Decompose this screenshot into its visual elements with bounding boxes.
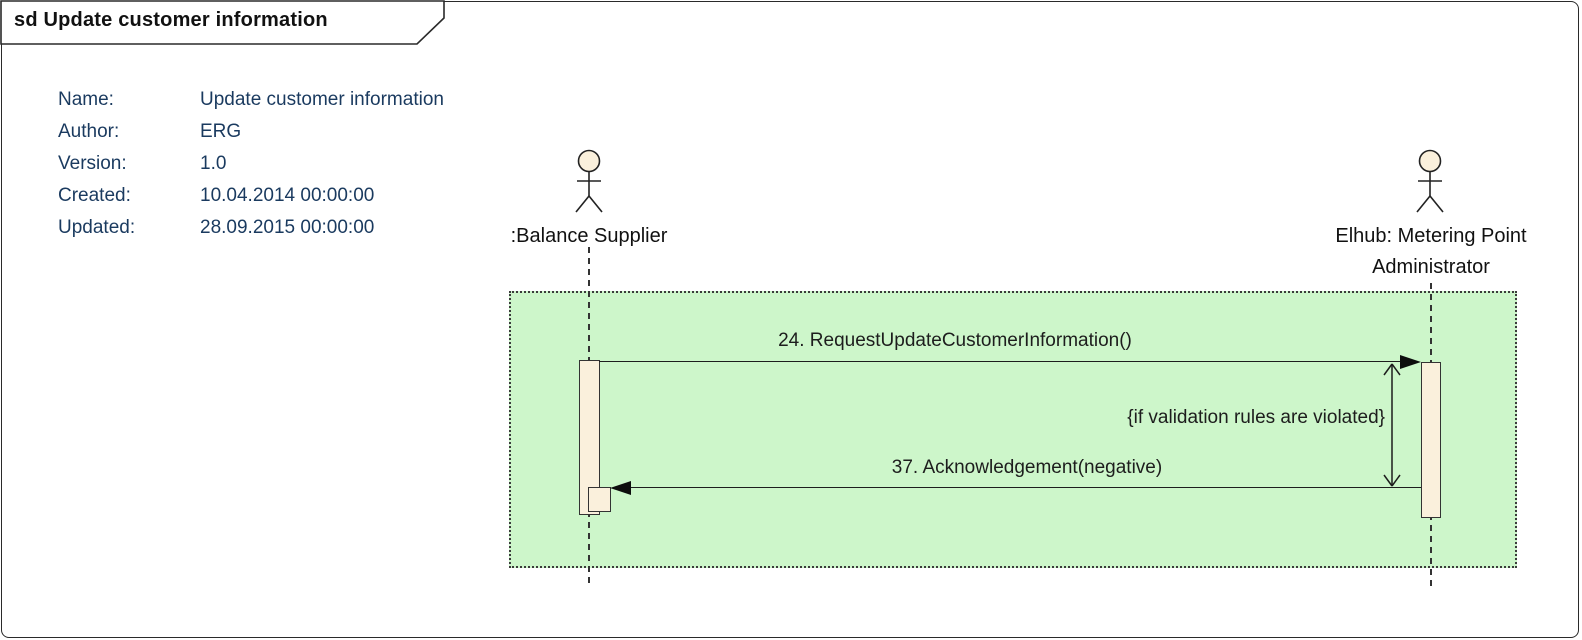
activation-nested-receive [588, 487, 611, 512]
actor-label-elhub: Elhub: Metering Point Administrator [1281, 221, 1581, 283]
meta-row-name: Name: Update customer information [58, 84, 444, 116]
activation-balance-supplier [579, 360, 600, 515]
meta-row-updated: Updated: 28.09.2015 00:00:00 [58, 212, 444, 244]
message-line-acknowledgement [627, 487, 1421, 488]
actor-icon-elhub [1416, 149, 1444, 213]
diagram-properties-note: Name: Update customer information Author:… [58, 84, 444, 244]
meta-value: 28.09.2015 00:00:00 [200, 217, 375, 238]
meta-label: Created: [58, 185, 131, 206]
actor-label-elhub-line1: Elhub: Metering Point [1335, 225, 1527, 247]
message-label-request: 24. RequestUpdateCustomerInformation() [778, 330, 1132, 351]
message-label-acknowledgement: 37. Acknowledgement(negative) [891, 457, 1163, 478]
meta-row-author: Author: ERG [58, 116, 444, 148]
duration-arrow [1383, 363, 1401, 487]
arrowhead-acknowledgement [610, 481, 631, 495]
meta-value: Update customer information [200, 89, 444, 110]
actor-icon-balance-supplier [575, 149, 603, 213]
meta-value: 10.04.2014 00:00:00 [200, 185, 375, 206]
frame-title-tab [0, 0, 445, 45]
message-line-request [599, 361, 1403, 362]
meta-label: Updated: [58, 217, 136, 238]
activation-elhub [1421, 362, 1441, 518]
actor-label-balance-supplier: :Balance Supplier [510, 225, 668, 247]
meta-value: ERG [200, 121, 242, 142]
diagram-title: sd Update customer information [14, 9, 328, 31]
validation-region [509, 291, 1517, 568]
meta-row-created: Created: 10.04.2014 00:00:00 [58, 180, 444, 212]
meta-row-version: Version: 1.0 [58, 148, 444, 180]
meta-label: Author: [58, 121, 120, 142]
actor-label-elhub-line2: Administrator [1372, 256, 1490, 278]
meta-label: Version: [58, 153, 127, 174]
constraint-label: {if validation rules are violated} [1127, 407, 1385, 428]
arrowhead-request [1400, 355, 1421, 369]
meta-label: Name: [58, 89, 114, 110]
meta-value: 1.0 [200, 153, 227, 174]
